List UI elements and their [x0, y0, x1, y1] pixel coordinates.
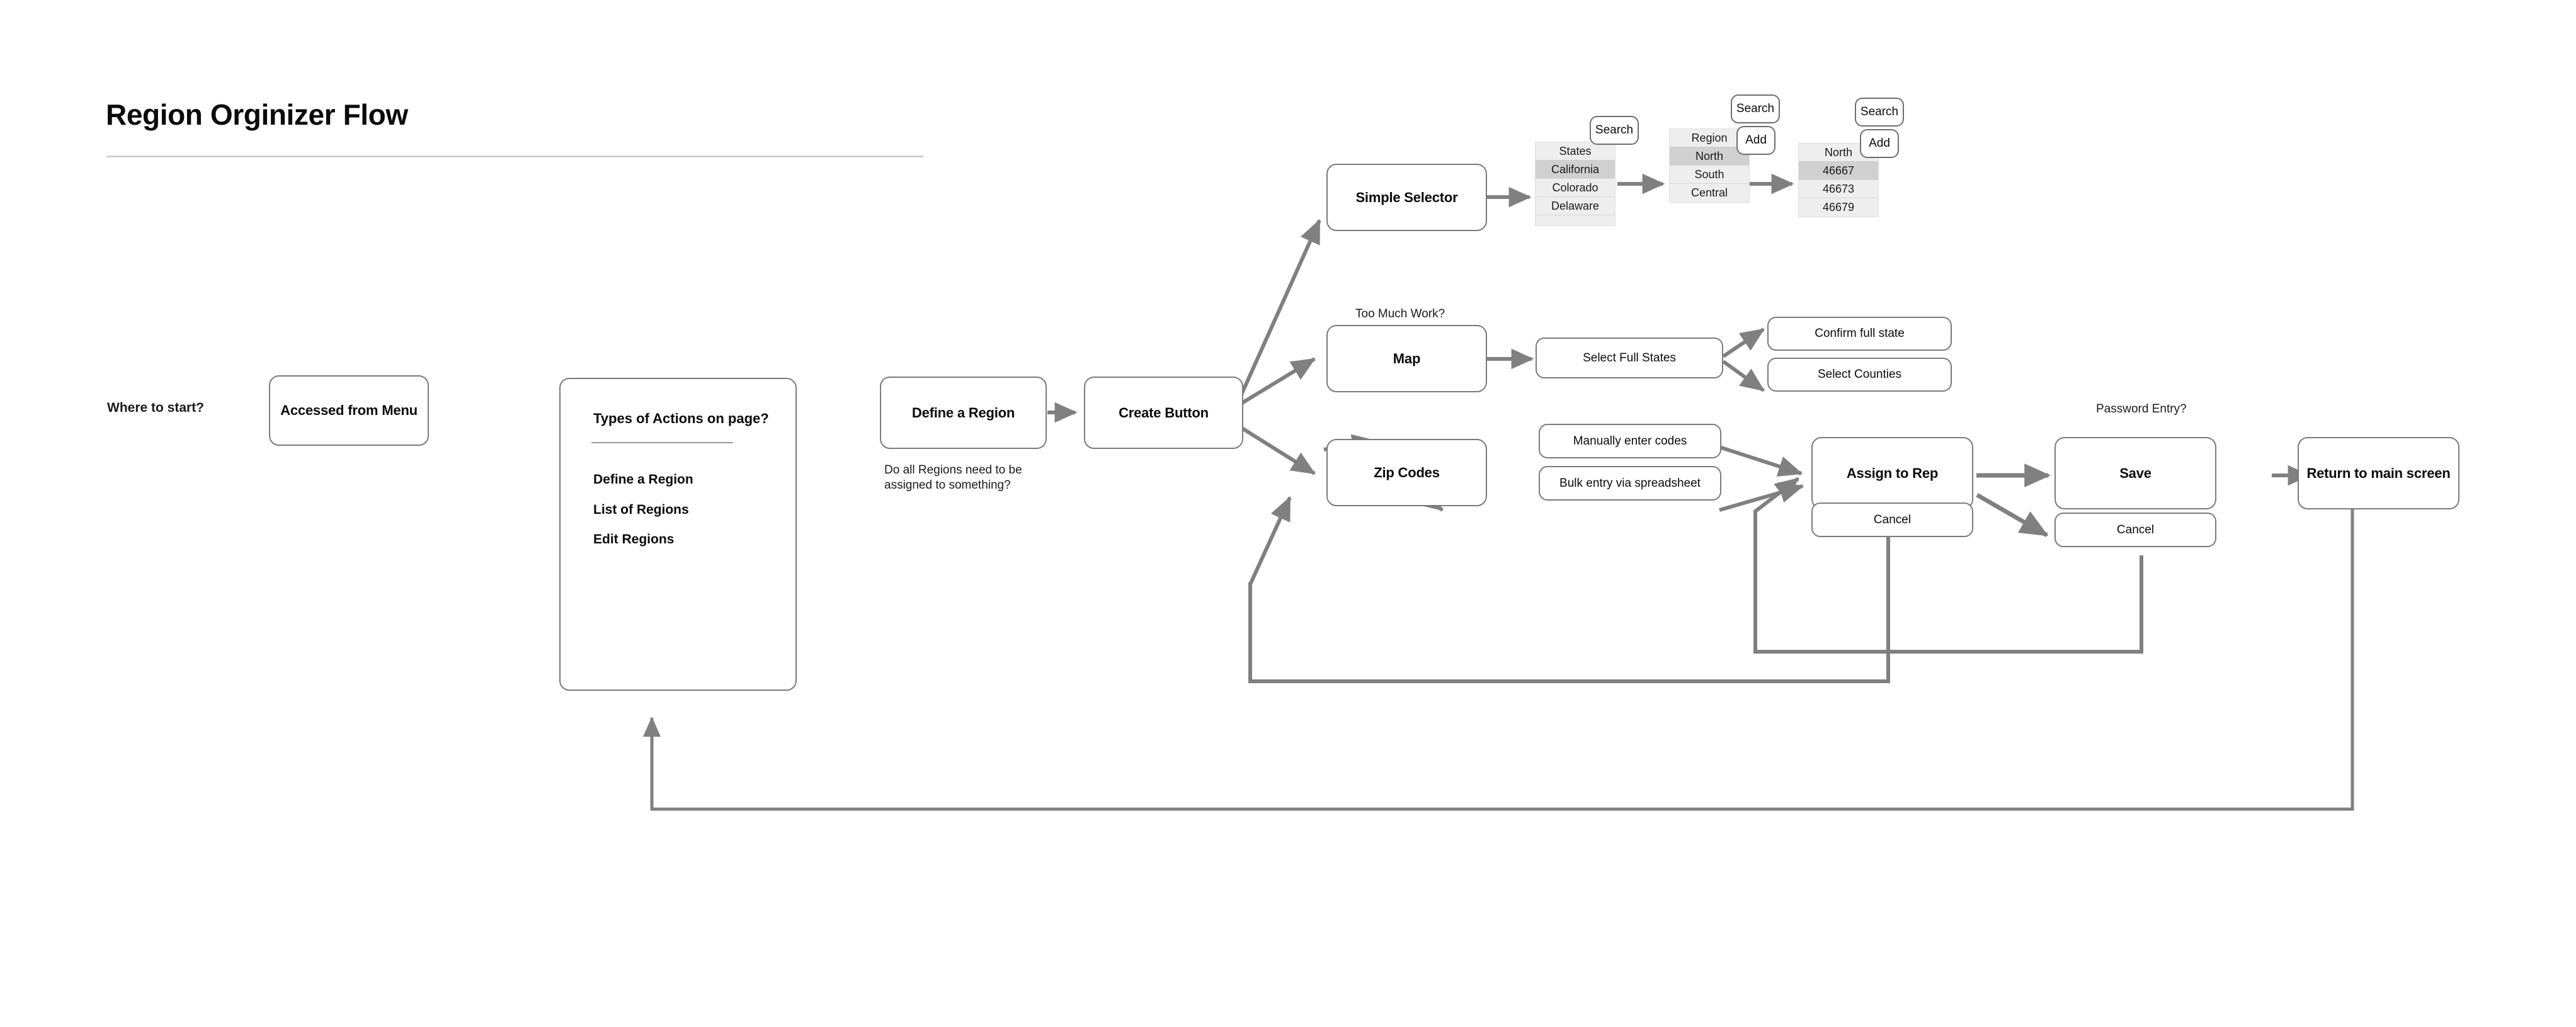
node-select-full-states-label: Select Full States	[1583, 351, 1676, 365]
node-define-a-region-label: Define a Region	[911, 404, 1015, 421]
node-assign-cancel[interactable]: Cancel	[1811, 502, 1973, 537]
states-list-row-colorado[interactable]: Colorado	[1536, 179, 1615, 197]
north-search-button-label: Search	[1860, 105, 1899, 118]
node-create-button-label: Create Button	[1119, 404, 1209, 421]
north-add-button-label: Add	[1869, 137, 1890, 150]
panel-item-define-a-region[interactable]: Define a Region	[593, 472, 693, 487]
region-search-button-label: Search	[1736, 102, 1775, 115]
node-save-label: Save	[2119, 465, 2151, 481]
region-list-row-central[interactable]: Central	[1670, 184, 1749, 202]
node-bulk-entry-spreadsheet[interactable]: Bulk entry via spreadsheet	[1539, 466, 1721, 501]
types-of-actions-divider	[591, 442, 733, 443]
states-list-row-delaware[interactable]: Delaware	[1536, 197, 1615, 215]
node-map[interactable]: Map	[1326, 325, 1487, 392]
north-add-button[interactable]: Add	[1860, 129, 1899, 158]
where-to-start-label: Where to start?	[107, 400, 205, 415]
node-select-counties[interactable]: Select Counties	[1767, 358, 1952, 392]
node-confirm-full-state-label: Confirm full state	[1815, 327, 1905, 340]
region-list-header: Region	[1670, 129, 1749, 147]
node-select-counties-label: Select Counties	[1817, 368, 1902, 381]
region-add-button[interactable]: Add	[1736, 126, 1775, 155]
node-assign-to-rep[interactable]: Assign to Rep	[1811, 437, 1973, 509]
node-simple-selector[interactable]: Simple Selector	[1326, 164, 1487, 231]
node-simple-selector-label: Simple Selector	[1355, 189, 1458, 205]
define-a-region-note: Do all Regions need to be assigned to so…	[884, 463, 1022, 492]
node-manually-enter-codes[interactable]: Manually enter codes	[1539, 424, 1721, 458]
region-search-button[interactable]: Search	[1731, 94, 1780, 123]
states-list-header: States	[1536, 142, 1615, 161]
types-of-actions-panel[interactable]: Types of Actions on page? Define a Regio…	[559, 378, 797, 691]
node-save-cancel[interactable]: Cancel	[2055, 513, 2216, 547]
north-list-row-46667[interactable]: 46667	[1799, 162, 1878, 180]
node-assign-cancel-label: Cancel	[1873, 513, 1912, 526]
states-list-filler	[1536, 215, 1615, 225]
node-manually-enter-codes-label: Manually enter codes	[1573, 434, 1687, 448]
north-list-row-46679[interactable]: 46679	[1799, 198, 1878, 217]
map-caption: Too Much Work?	[1355, 307, 1445, 321]
node-zip-codes[interactable]: Zip Codes	[1326, 439, 1487, 506]
password-entry-caption: Password Entry?	[2096, 402, 2187, 416]
page-title: Region Orginizer Flow	[106, 98, 408, 131]
region-add-button-label: Add	[1745, 133, 1767, 147]
title-divider	[106, 156, 923, 157]
states-list-row-california[interactable]: California	[1536, 161, 1615, 179]
node-accessed-from-menu-label: Accessed from Menu	[280, 402, 418, 418]
node-bulk-entry-spreadsheet-label: Bulk entry via spreadsheet	[1559, 476, 1701, 490]
node-zip-codes-label: Zip Codes	[1374, 464, 1440, 480]
node-save[interactable]: Save	[2055, 437, 2216, 509]
panel-item-edit-regions[interactable]: Edit Regions	[593, 532, 675, 547]
node-map-label: Map	[1393, 350, 1421, 366]
node-confirm-full-state[interactable]: Confirm full state	[1767, 317, 1952, 351]
states-search-button-label: Search	[1595, 123, 1634, 137]
region-list-row-south[interactable]: South	[1670, 166, 1749, 184]
node-define-a-region[interactable]: Define a Region	[880, 377, 1047, 449]
node-assign-to-rep-label: Assign to Rep	[1846, 465, 1939, 481]
region-list-row-north[interactable]: North	[1670, 147, 1749, 166]
node-select-full-states[interactable]: Select Full States	[1536, 338, 1723, 378]
node-save-cancel-label: Cancel	[2116, 523, 2155, 536]
states-search-button[interactable]: Search	[1590, 116, 1639, 145]
node-return-to-main-screen[interactable]: Return to main screen	[2298, 437, 2459, 509]
north-search-button[interactable]: Search	[1855, 98, 1904, 127]
node-accessed-from-menu[interactable]: Accessed from Menu	[269, 375, 429, 446]
states-list[interactable]: States California Colorado Delaware	[1535, 142, 1616, 226]
node-create-button[interactable]: Create Button	[1084, 377, 1243, 449]
types-of-actions-title: Types of Actions on page?	[593, 411, 769, 426]
north-list-row-46673[interactable]: 46673	[1799, 180, 1878, 198]
node-return-to-main-screen-label: Return to main screen	[2306, 465, 2451, 481]
panel-item-list-of-regions[interactable]: List of Regions	[593, 502, 689, 517]
region-list[interactable]: Region North South Central	[1669, 128, 1750, 203]
